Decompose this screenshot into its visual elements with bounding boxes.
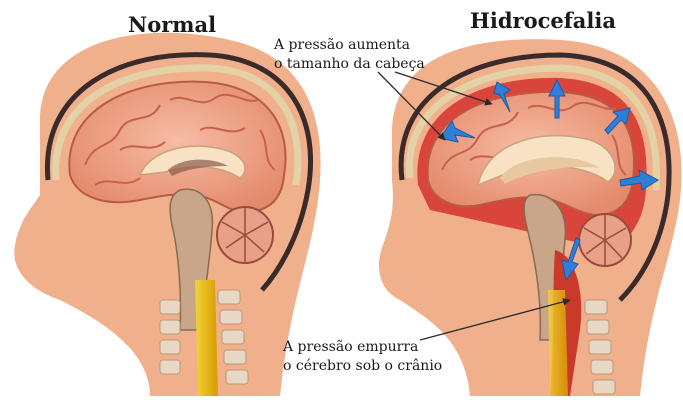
normal-head (14, 33, 320, 396)
bottom-annotation-line1: A pressão empurra (283, 338, 418, 357)
normal-title: Normal (128, 12, 216, 37)
top-annotation-line2: o tamanho da cabeça (274, 55, 425, 74)
hydro-spinal-cord (548, 290, 568, 396)
hydrocephalus-title: Hidrocefalia (470, 8, 616, 33)
hydrocephalus-head (378, 39, 682, 396)
top-annotation-line1: A pressão aumenta (274, 36, 410, 55)
normal-spinal-cord (195, 280, 218, 396)
bottom-annotation-line2: o cérebro sob o crânio (283, 357, 442, 376)
